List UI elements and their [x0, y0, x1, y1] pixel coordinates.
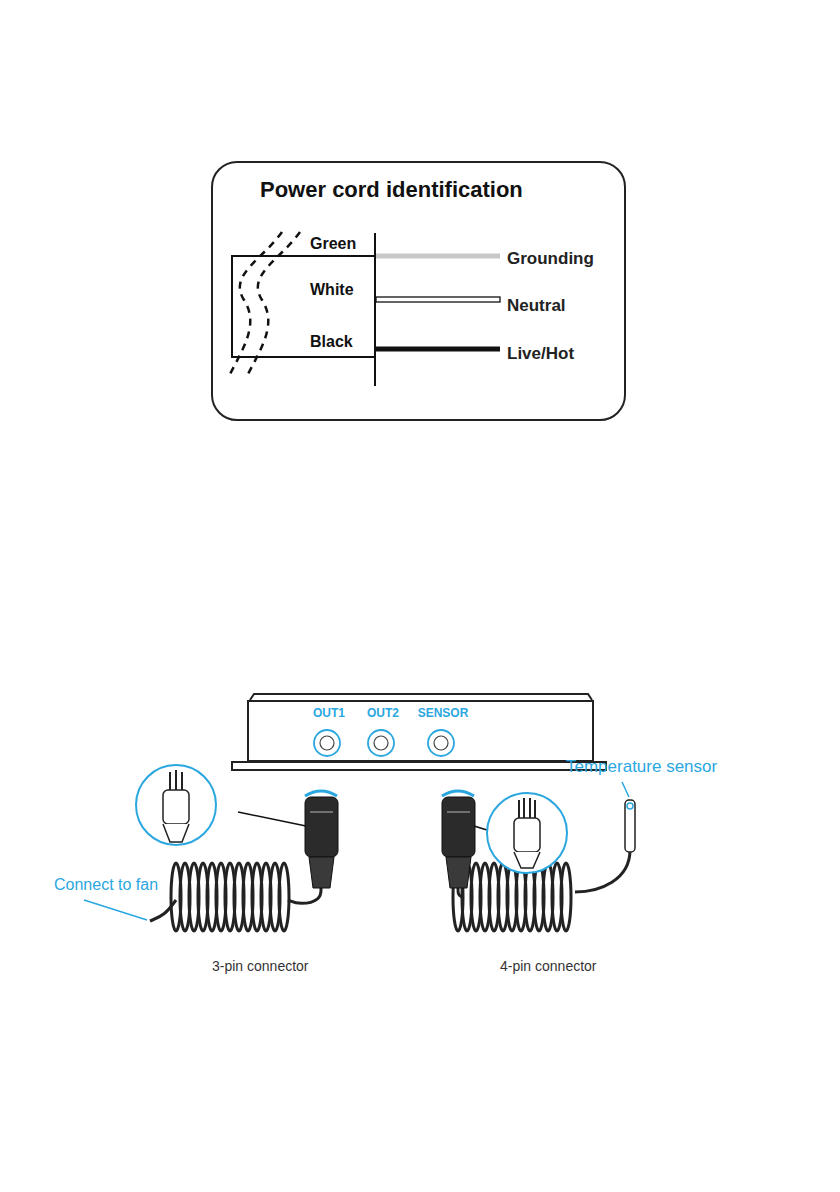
- probe-mark: [627, 803, 633, 809]
- pin: [181, 772, 183, 790]
- cable: [458, 888, 462, 897]
- plug-body: [442, 797, 475, 857]
- cord-bracket: [232, 256, 375, 357]
- socket-pins: [320, 736, 334, 750]
- hot-wire: [376, 347, 500, 352]
- pin: [534, 800, 536, 818]
- socket-pins: [374, 736, 388, 750]
- inset-circle: [487, 793, 567, 873]
- socket-pins: [434, 736, 448, 750]
- port-label: SENSOR: [418, 707, 469, 721]
- connector-label: 4-pin connector: [500, 958, 597, 974]
- cord-end-line: [374, 233, 376, 386]
- cable: [288, 888, 321, 903]
- wire-color: White: [310, 281, 354, 299]
- port-label: OUT2: [367, 707, 399, 721]
- plug-groove: [447, 811, 470, 813]
- controller-housing: [232, 694, 606, 770]
- part-label: Temperature sensor: [566, 757, 717, 777]
- temperature-probe: [575, 800, 635, 892]
- pin: [523, 798, 525, 818]
- cord-wiring: [228, 232, 500, 386]
- cut-mark: [246, 232, 300, 378]
- ground-wire: [376, 254, 500, 259]
- wire-function: Grounding: [507, 249, 594, 269]
- plug-groove: [310, 811, 333, 813]
- socket: [314, 730, 340, 756]
- port-label: OUT1: [313, 707, 345, 721]
- probe-tip: [625, 800, 635, 852]
- part-label: Connect to fan: [54, 876, 158, 894]
- plug-boot: [309, 857, 334, 888]
- mounting-flange: [232, 762, 606, 770]
- inset-plug: [514, 818, 540, 852]
- pin: [529, 798, 531, 818]
- controller-housing: OUT1 OUT2 SENSOR: [247, 700, 594, 762]
- inset-leader: [474, 826, 487, 830]
- wire-function: Live/Hot: [507, 344, 574, 364]
- leader-line: [84, 900, 147, 920]
- connector-label: 3-pin connector: [212, 958, 309, 974]
- inset-boot: [163, 824, 189, 842]
- pin: [518, 800, 520, 818]
- wire-function: Neutral: [507, 296, 566, 316]
- leader-line: [622, 782, 629, 797]
- inset-plug: [163, 790, 189, 824]
- plug-body: [305, 797, 338, 857]
- neutral-wire: [376, 297, 500, 302]
- pin: [169, 772, 171, 790]
- wire-color: Green: [310, 235, 356, 253]
- socket: [368, 730, 394, 756]
- plug-boot: [446, 857, 471, 888]
- plug-cap: [442, 791, 474, 796]
- cut-mark: [228, 232, 282, 378]
- socket: [428, 730, 454, 756]
- wire-color: Black: [310, 333, 353, 351]
- coil-turn: [561, 863, 571, 931]
- plug-cap: [305, 791, 337, 796]
- three-pin-plug: [136, 765, 338, 888]
- pin: [175, 770, 177, 790]
- cord-legend-box: Power cord identificationGreenWhiteBlack…: [211, 161, 626, 421]
- cable: [150, 900, 176, 921]
- inset-boot: [514, 852, 540, 868]
- coil-turn: [279, 863, 289, 931]
- inset-circle: [136, 765, 216, 845]
- probe-cable: [575, 850, 630, 892]
- box-title: Power cord identification: [260, 177, 523, 202]
- inset-leader: [238, 812, 306, 826]
- four-pin-plug: [442, 791, 567, 888]
